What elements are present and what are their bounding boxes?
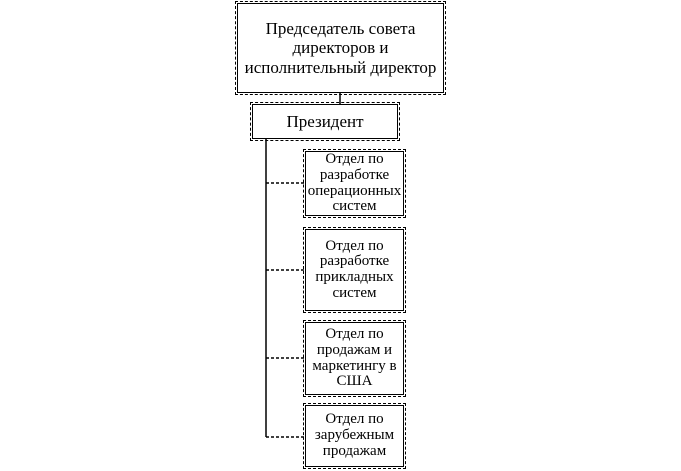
department-us-sales-box: Отдел по продажам и маркетингу в США — [303, 320, 406, 397]
department-os-box: Отдел по разработке операционных систем — [303, 149, 406, 218]
department-intl-sales-box: Отдел по зарубежным продажам — [303, 403, 406, 469]
president-box: Президент — [250, 102, 400, 141]
chairman-label: Председатель совета директоров и исполни… — [244, 19, 437, 77]
president-label: Президент — [286, 111, 364, 131]
department-label: Отдел по зарубежным продажам — [314, 411, 395, 459]
department-label: Отдел по продажам и маркетингу в США — [312, 326, 397, 390]
department-apps-box: Отдел по разработке прикладных систем — [303, 227, 406, 313]
department-label: Отдел по разработке прикладных систем — [315, 237, 394, 301]
chairman-box: Председатель совета директоров и исполни… — [235, 1, 446, 95]
department-label: Отдел по разработке операционных систем — [307, 151, 402, 215]
